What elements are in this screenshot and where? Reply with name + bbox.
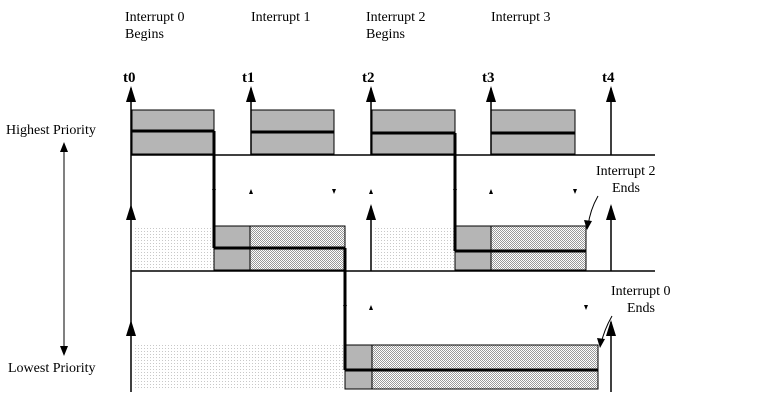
time-mark-t0: t0 [123,70,136,86]
time-mark-t3: t3 [482,70,495,86]
end-pointer-arrows [584,195,613,348]
arrowheads-bottom [126,320,616,336]
level-middle [131,225,655,272]
time-mark-t1: t1 [242,70,255,86]
level-highest [131,109,655,156]
interrupt-3-label: Interrupt 3 [491,10,551,25]
task-block [454,225,492,271]
preempted-area [133,226,214,270]
arrowheads-top [126,86,616,102]
time-mark-t4: t4 [602,70,615,86]
preempted-area [373,226,455,270]
priority-range-arrow [60,142,68,356]
small-markers [212,189,588,310]
level-lowest [133,344,599,390]
task-block [344,344,373,390]
highest-priority-label: Highest Priority [6,123,96,138]
task-block-dithered [490,225,587,271]
lowest-priority-label: Lowest Priority [8,361,96,376]
interrupt-1-label: Interrupt 1 [251,10,311,25]
task-block-dithered [371,344,599,390]
preempted-area [133,345,345,389]
time-mark-t2: t2 [362,70,375,86]
arrowheads-middle [126,204,616,220]
